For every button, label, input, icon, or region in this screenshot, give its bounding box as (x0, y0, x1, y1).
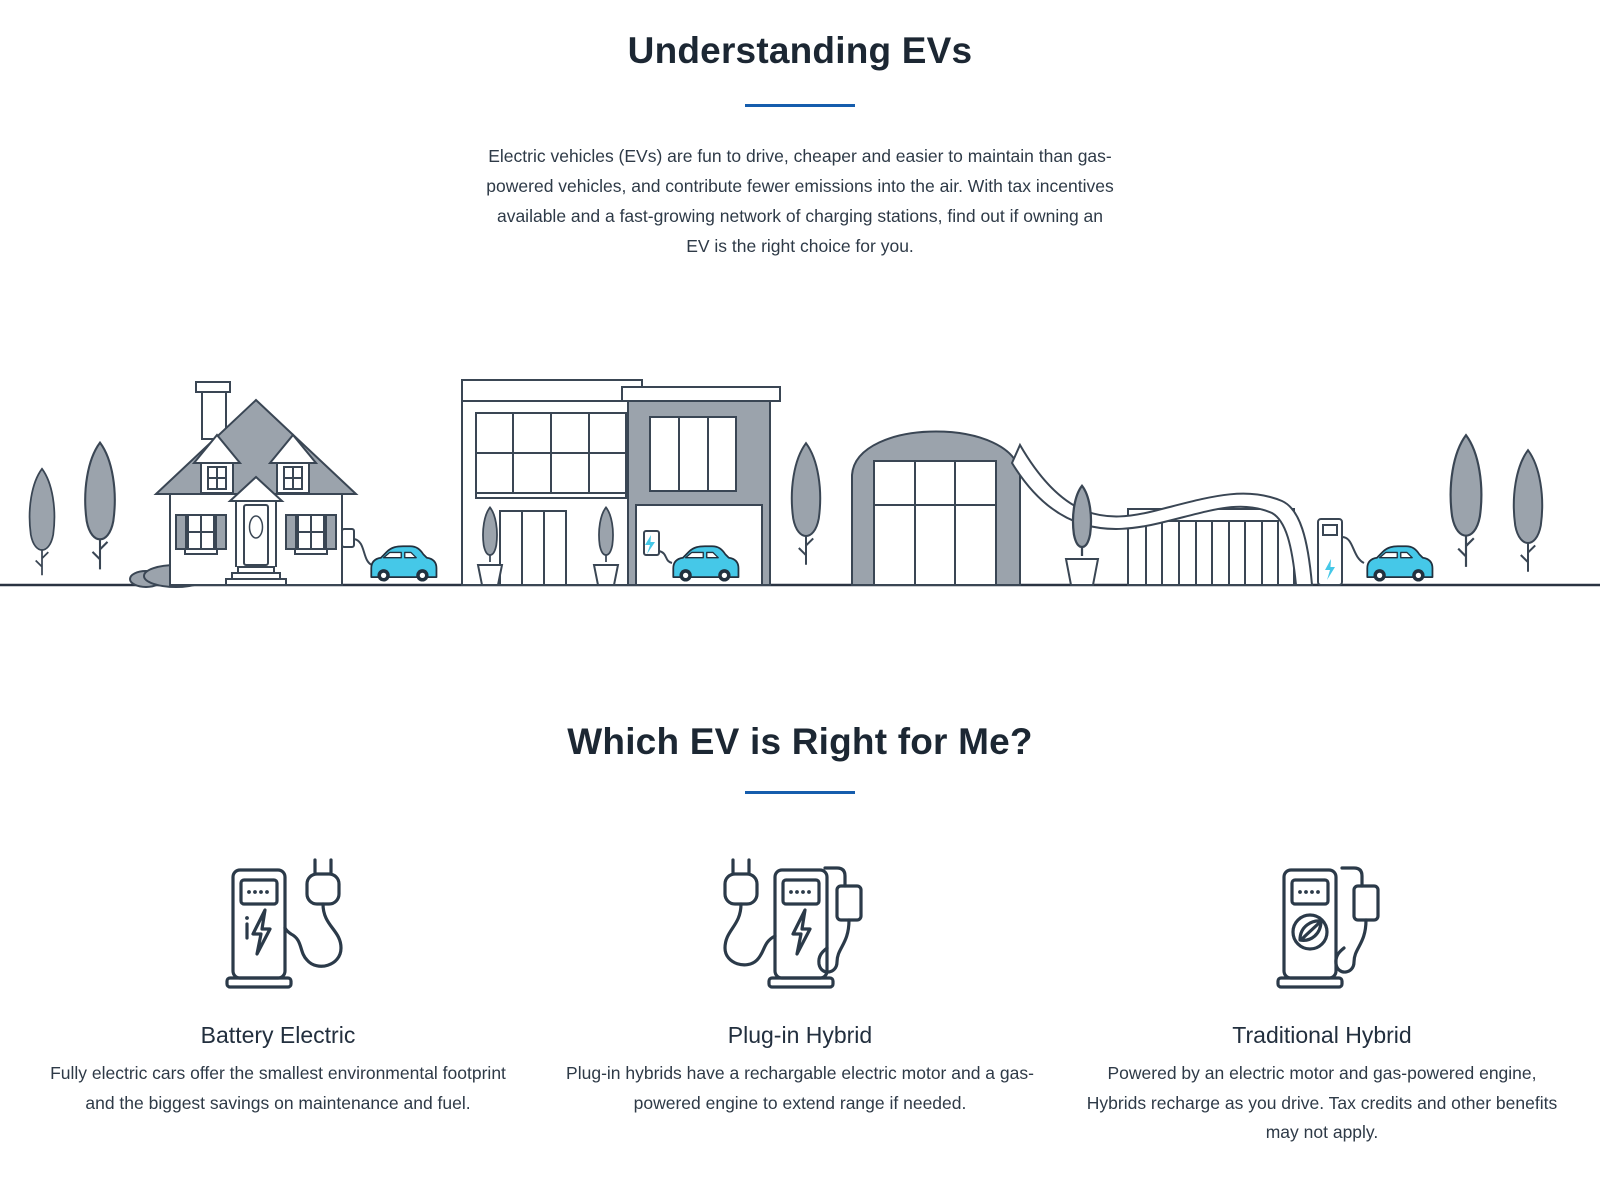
ev-type-card-battery-electric: Battery Electric Fully electric cars off… (17, 848, 539, 1147)
ev-car (1366, 545, 1434, 583)
ev-car (370, 545, 438, 583)
ev-type-label: Traditional Hybrid (1232, 1022, 1412, 1049)
ev-type-label: Battery Electric (200, 1022, 356, 1049)
ev-type-card-plug-in-hybrid: Plug-in Hybrid Plug-in hybrids have a re… (539, 848, 1061, 1147)
section-title: Which EV is Right for Me? (567, 721, 1033, 763)
ev-type-description: Plug-in hybrids have a rechargable elect… (566, 1063, 1034, 1113)
tree (1512, 449, 1544, 574)
page-title: Understanding EVs (627, 30, 973, 71)
understanding-evs-section: Understanding EVs Electric vehicles (EVs… (0, 0, 1600, 261)
neighborhood-illustration (0, 353, 1600, 603)
classic-house (153, 381, 359, 587)
plug-in-hybrid-charger-icon (539, 848, 1061, 1000)
tree (83, 441, 117, 571)
modern-house (461, 379, 781, 587)
ev-type-cards: Battery Electric Fully electric cars off… (0, 848, 1600, 1147)
home-charging-station (341, 528, 373, 567)
neighborhood-ev-charging-illustration (0, 379, 1600, 589)
public-charging-station (1317, 518, 1365, 587)
planter (476, 506, 620, 587)
curved-house (851, 431, 1314, 587)
section-divider (745, 104, 855, 107)
tree (28, 468, 56, 577)
tree (790, 442, 822, 567)
intro-paragraph: Electric vehicles (EVs) are fun to drive… (486, 146, 1114, 257)
ev-type-description: Fully electric cars offer the smallest e… (50, 1063, 506, 1113)
tree (1449, 434, 1483, 569)
ev-type-card-traditional-hybrid: Traditional Hybrid Powered by an electri… (1061, 848, 1583, 1147)
ev-types-section: Which EV is Right for Me? (0, 721, 1600, 1147)
section-divider (745, 791, 855, 795)
battery-electric-charger-icon (17, 848, 539, 1000)
traditional-hybrid-charger-icon (1061, 848, 1583, 1000)
ev-type-description: Powered by an electric motor and gas-pow… (1086, 1063, 1558, 1143)
ev-type-label: Plug-in Hybrid (727, 1022, 873, 1049)
